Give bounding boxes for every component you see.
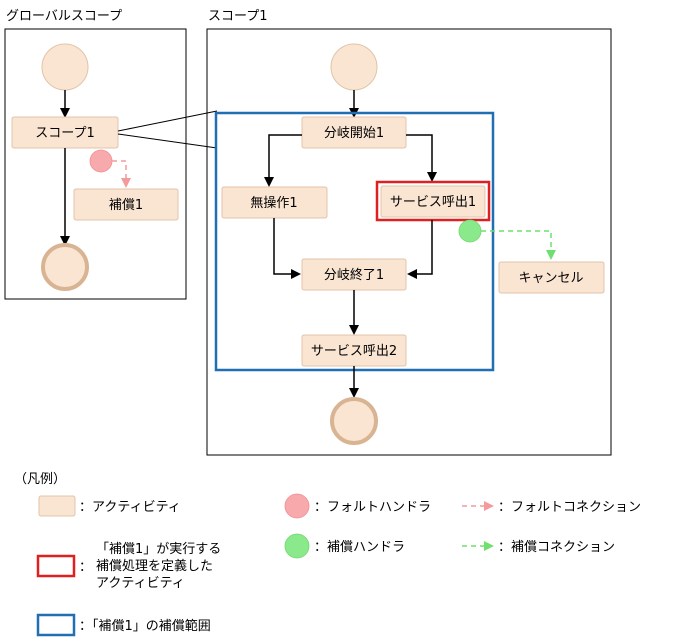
legend-fault-connection-text: ：フォルトコネクション — [498, 500, 641, 515]
scope1-start-node — [330, 43, 378, 91]
legend-comp-scope-swatch — [36, 613, 76, 637]
scope1-end-node — [330, 397, 378, 445]
legend-comp-scope-text: ：「補償1」の補償範囲 — [79, 619, 211, 634]
compensation-handler — [458, 219, 482, 243]
legend-compensated-activity-swatch — [36, 554, 76, 578]
activity-branch-start — [301, 116, 407, 149]
legend-fault-handler-icon — [284, 493, 310, 519]
flow-branch-right — [406, 134, 437, 182]
legend-comp-handler-text: ：補償ハンドラ — [314, 540, 405, 555]
global-activity-compensation1-label: 補償1 — [109, 198, 143, 213]
legend-activity-text: ：アクティビティ — [79, 500, 181, 515]
legend-compensated-line-1: 「補償1」が実行する — [96, 541, 221, 557]
flow-merge-left — [273, 218, 301, 279]
legend-fault-handler-text: ：フォルトハンドラ — [314, 500, 431, 515]
scope1-frame — [206, 28, 612, 456]
legend-compensated-colon: ： — [79, 560, 92, 575]
activity-service-call-1-label: サービス呼出1 — [390, 195, 476, 210]
legend-activity-swatch — [38, 495, 76, 517]
activity-no-op-label: 無操作1 — [250, 195, 297, 211]
global-start-node — [41, 43, 89, 91]
compensation-connection — [481, 230, 556, 260]
activity-branch-start-label: 分岐開始1 — [324, 126, 384, 141]
scope1-title: スコープ1 — [208, 9, 268, 24]
flow-merge-right — [407, 220, 433, 279]
scope-callout — [117, 110, 218, 149]
global-fault-handler — [89, 149, 113, 173]
legend: （凡例） ：アクティビティ ：フォルトハンドラ ：フォルトコネクション ：補償ハ… — [14, 472, 641, 637]
activity-cancel-label: キャンセル — [518, 271, 583, 286]
scope1: スコープ1 分岐開始1 無操作1 サービス呼出1 分岐終了1 サービス呼出2 キ… — [206, 9, 612, 456]
flow-branch-left — [264, 134, 302, 187]
global-scope: グローバルスコープ スコープ1 補償1 — [4, 9, 187, 300]
global-end-node — [41, 243, 89, 291]
global-activity-compensation1 — [73, 188, 179, 221]
legend-compensated-line-3: アクティビティ — [96, 576, 185, 591]
global-activity-scope1-label: スコープ1 — [35, 126, 95, 141]
global-fault-connection — [112, 160, 131, 188]
legend-compensated-line-2: 補償処理を定義した — [96, 558, 213, 574]
global-scope-title: グローバルスコープ — [6, 9, 122, 24]
legend-title: （凡例） — [14, 472, 66, 487]
legend-comp-handler-icon — [284, 533, 310, 559]
activity-service-call-1-highlight — [375, 180, 491, 222]
legend-comp-connection-text: ：補償コネクション — [498, 540, 615, 555]
activity-cancel — [498, 261, 605, 294]
global-scope-frame — [4, 28, 187, 300]
activity-service-call-2-label: サービス呼出2 — [311, 344, 397, 359]
activity-branch-end-label: 分岐終了1 — [324, 267, 384, 283]
activity-service-call-1 — [380, 185, 486, 218]
